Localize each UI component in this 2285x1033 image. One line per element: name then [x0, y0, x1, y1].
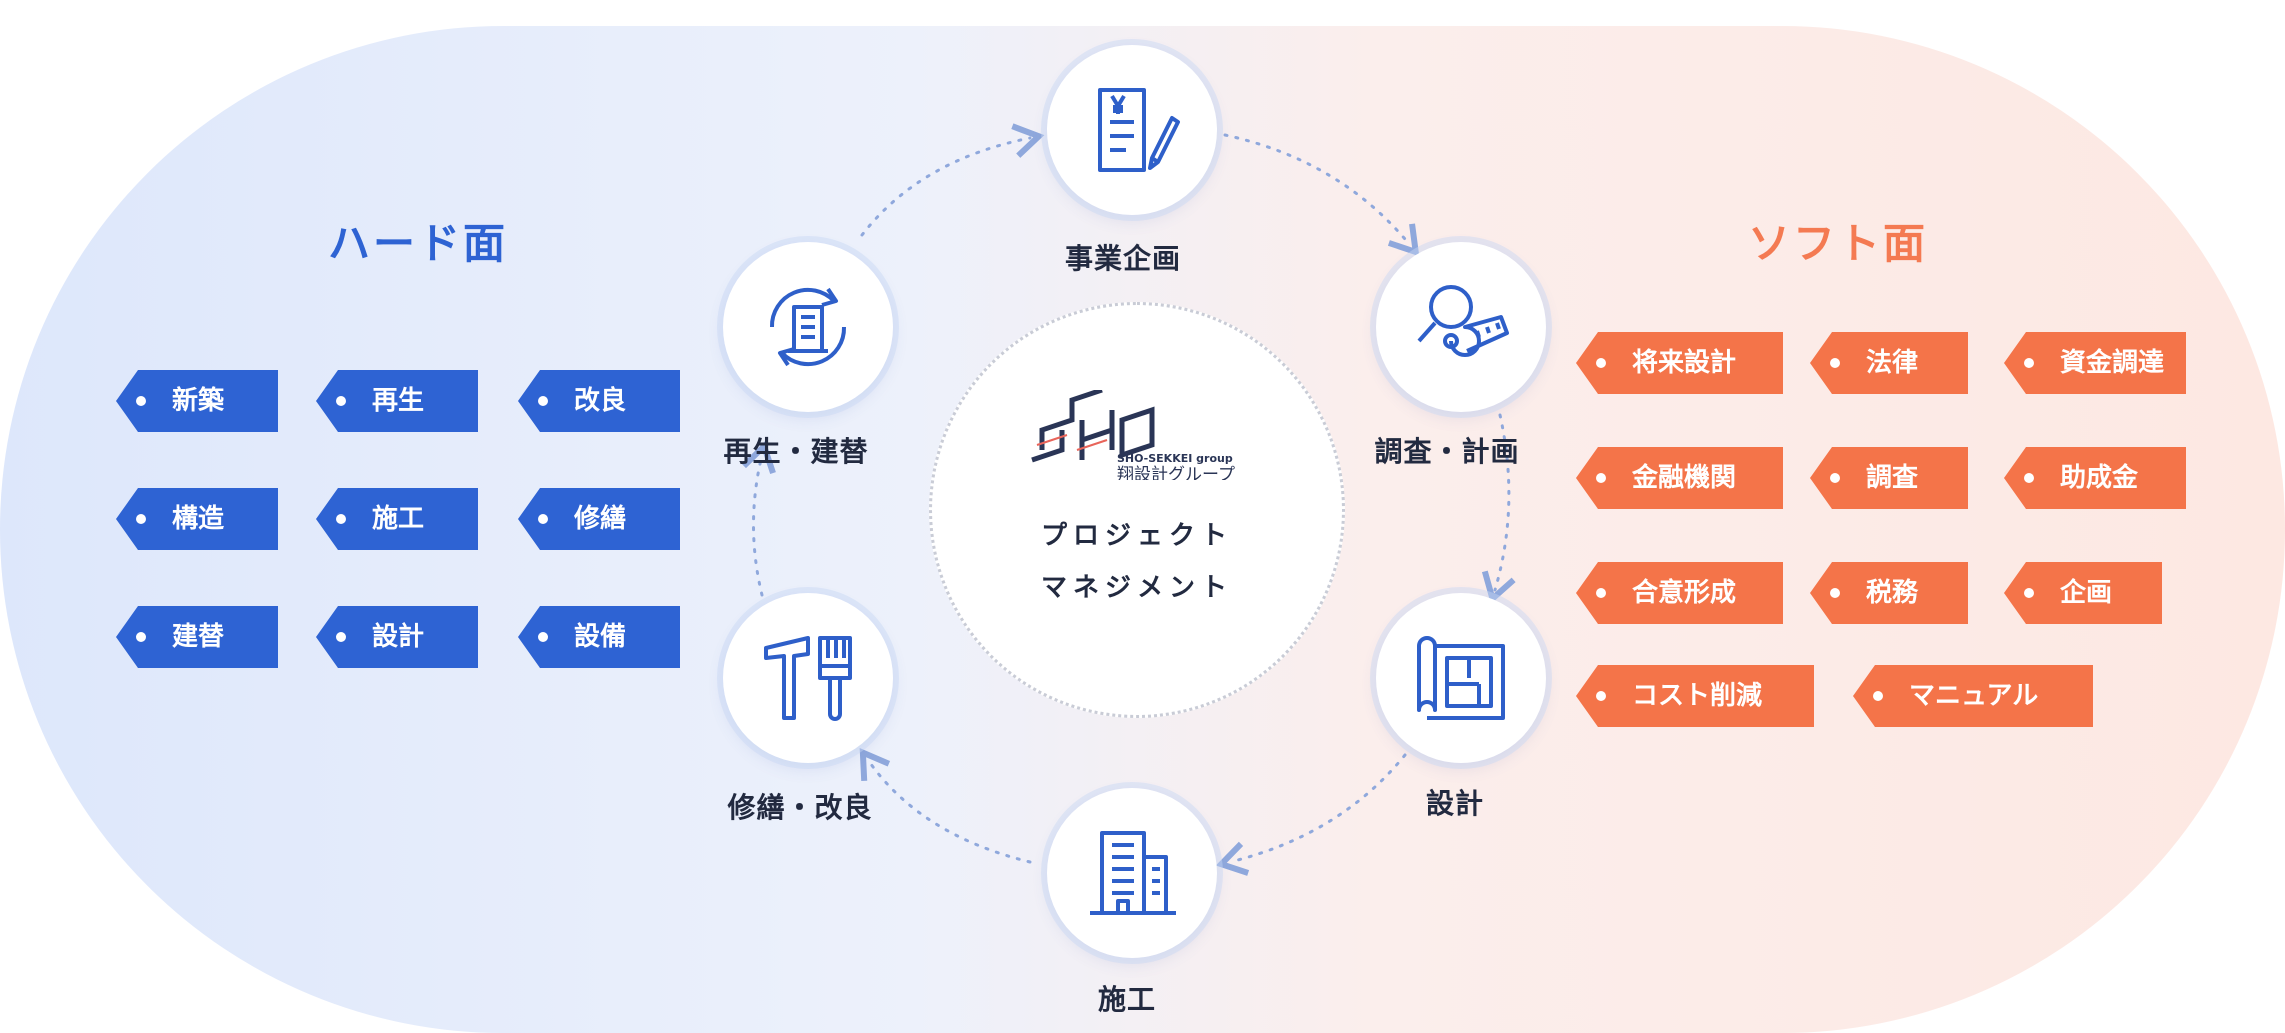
blueprint-icon — [1417, 636, 1505, 720]
tag-dot-icon — [2024, 358, 2034, 368]
tag-label: 企画 — [2060, 578, 2113, 608]
building-icon — [1090, 831, 1176, 915]
tag-dot-icon — [538, 514, 548, 524]
tag-label: コスト削減 — [1632, 681, 1763, 711]
hard-tag: 新築 — [116, 370, 278, 432]
hard-tag: 構造 — [116, 488, 278, 550]
soft-tag: 法律 — [1810, 332, 1968, 394]
tag-dot-icon — [1830, 473, 1840, 483]
soft-tag: 合意形成 — [1576, 562, 1783, 624]
node-label: 修繕・改良 — [727, 791, 873, 824]
tag-dot-icon — [2024, 588, 2034, 598]
logo-caption: SHO-SEKKEI group — [1117, 452, 1233, 465]
tag-dot-icon — [1596, 473, 1606, 483]
soft-tag: 税務 — [1810, 562, 1968, 624]
tag-label: 資金調達 — [2060, 348, 2165, 378]
hard-tag: 改良 — [518, 370, 680, 432]
node-label: 事業企画 — [1064, 242, 1182, 275]
node-label: 施工 — [1097, 983, 1157, 1016]
center-title-line2: マネジメント — [1040, 573, 1233, 603]
hard-tag: 建替 — [116, 606, 278, 668]
node-regeneration-rebuild — [723, 242, 893, 412]
tag-label: 修繕 — [574, 504, 627, 534]
node-survey-planning — [1376, 242, 1546, 412]
node-construction — [1047, 788, 1217, 958]
tag-label: 税務 — [1866, 578, 1919, 608]
tag-dot-icon — [336, 514, 346, 524]
soft-side-title: ソフト面 — [1748, 219, 1929, 268]
tag-label: 設備 — [574, 622, 627, 652]
tag-dot-icon — [1830, 358, 1840, 368]
tag-label: 合意形成 — [1632, 578, 1737, 608]
tag-dot-icon — [336, 396, 346, 406]
hammer-brush-icon — [764, 636, 852, 721]
tag-dot-icon — [538, 632, 548, 642]
hard-tag: 修繕 — [518, 488, 680, 550]
node-label: 調査・計画 — [1374, 435, 1520, 468]
tag-dot-icon — [1596, 691, 1606, 701]
tag-label: 構造 — [172, 504, 225, 534]
tag-label: マニュアル — [1909, 681, 2039, 711]
soft-tag: 助成金 — [2004, 447, 2186, 509]
sho-logo-icon: SHO-SEKKEI group 翔設計グループ — [1031, 390, 1235, 480]
tag-dot-icon — [1596, 588, 1606, 598]
tag-dot-icon — [1873, 691, 1883, 701]
tag-label: 改良 — [574, 386, 627, 416]
hard-tag: 設計 — [316, 606, 478, 668]
tag-dot-icon — [136, 396, 146, 406]
tag-dot-icon — [538, 396, 548, 406]
tag-label: 新築 — [172, 386, 225, 416]
tag-dot-icon — [1596, 358, 1606, 368]
node-business-planning — [1047, 45, 1217, 215]
logo-name: 翔設計グループ — [1117, 465, 1235, 480]
tag-dot-icon — [336, 632, 346, 642]
soft-tag: 調査 — [1810, 447, 1968, 509]
tag-dot-icon — [1830, 588, 1840, 598]
document-yen-pen-icon — [1098, 88, 1180, 172]
soft-tag: コスト削減 — [1576, 665, 1814, 727]
tag-label: 将来設計 — [1632, 348, 1737, 378]
tag-label: 再生 — [372, 386, 425, 416]
hard-side-title: ハード面 — [328, 219, 509, 268]
tag-label: 設計 — [372, 622, 425, 652]
tag-dot-icon — [136, 632, 146, 642]
tag-label: 建替 — [172, 622, 225, 652]
node-design — [1376, 593, 1546, 763]
node-repair-improvement — [723, 593, 893, 763]
soft-tag: 企画 — [2004, 562, 2162, 624]
tag-dot-icon — [2024, 473, 2034, 483]
tag-label: 施工 — [372, 504, 425, 534]
node-label: 設計 — [1425, 787, 1485, 820]
building-refresh-icon — [769, 287, 847, 367]
soft-tag: 金融機関 — [1576, 447, 1783, 509]
soft-tag: マニュアル — [1853, 665, 2093, 727]
hard-tag: 設備 — [518, 606, 680, 668]
node-label: 再生・建替 — [723, 435, 869, 468]
tag-label: 法律 — [1866, 348, 1919, 378]
hard-tag: 再生 — [316, 370, 478, 432]
magnifier-tape-measure-icon — [1417, 285, 1509, 357]
soft-tag: 資金調達 — [2004, 332, 2186, 394]
soft-tag: 将来設計 — [1576, 332, 1783, 394]
tag-dot-icon — [136, 514, 146, 524]
center-title-line1: プロジェクト — [1040, 521, 1233, 551]
center-circle: SHO-SEKKEI group 翔設計グループ プロジェクト マネジメント — [929, 302, 1345, 718]
tag-label: 助成金 — [2060, 463, 2139, 493]
tag-label: 調査 — [1866, 463, 1919, 493]
tag-label: 金融機関 — [1632, 463, 1737, 493]
hard-tag: 施工 — [316, 488, 478, 550]
